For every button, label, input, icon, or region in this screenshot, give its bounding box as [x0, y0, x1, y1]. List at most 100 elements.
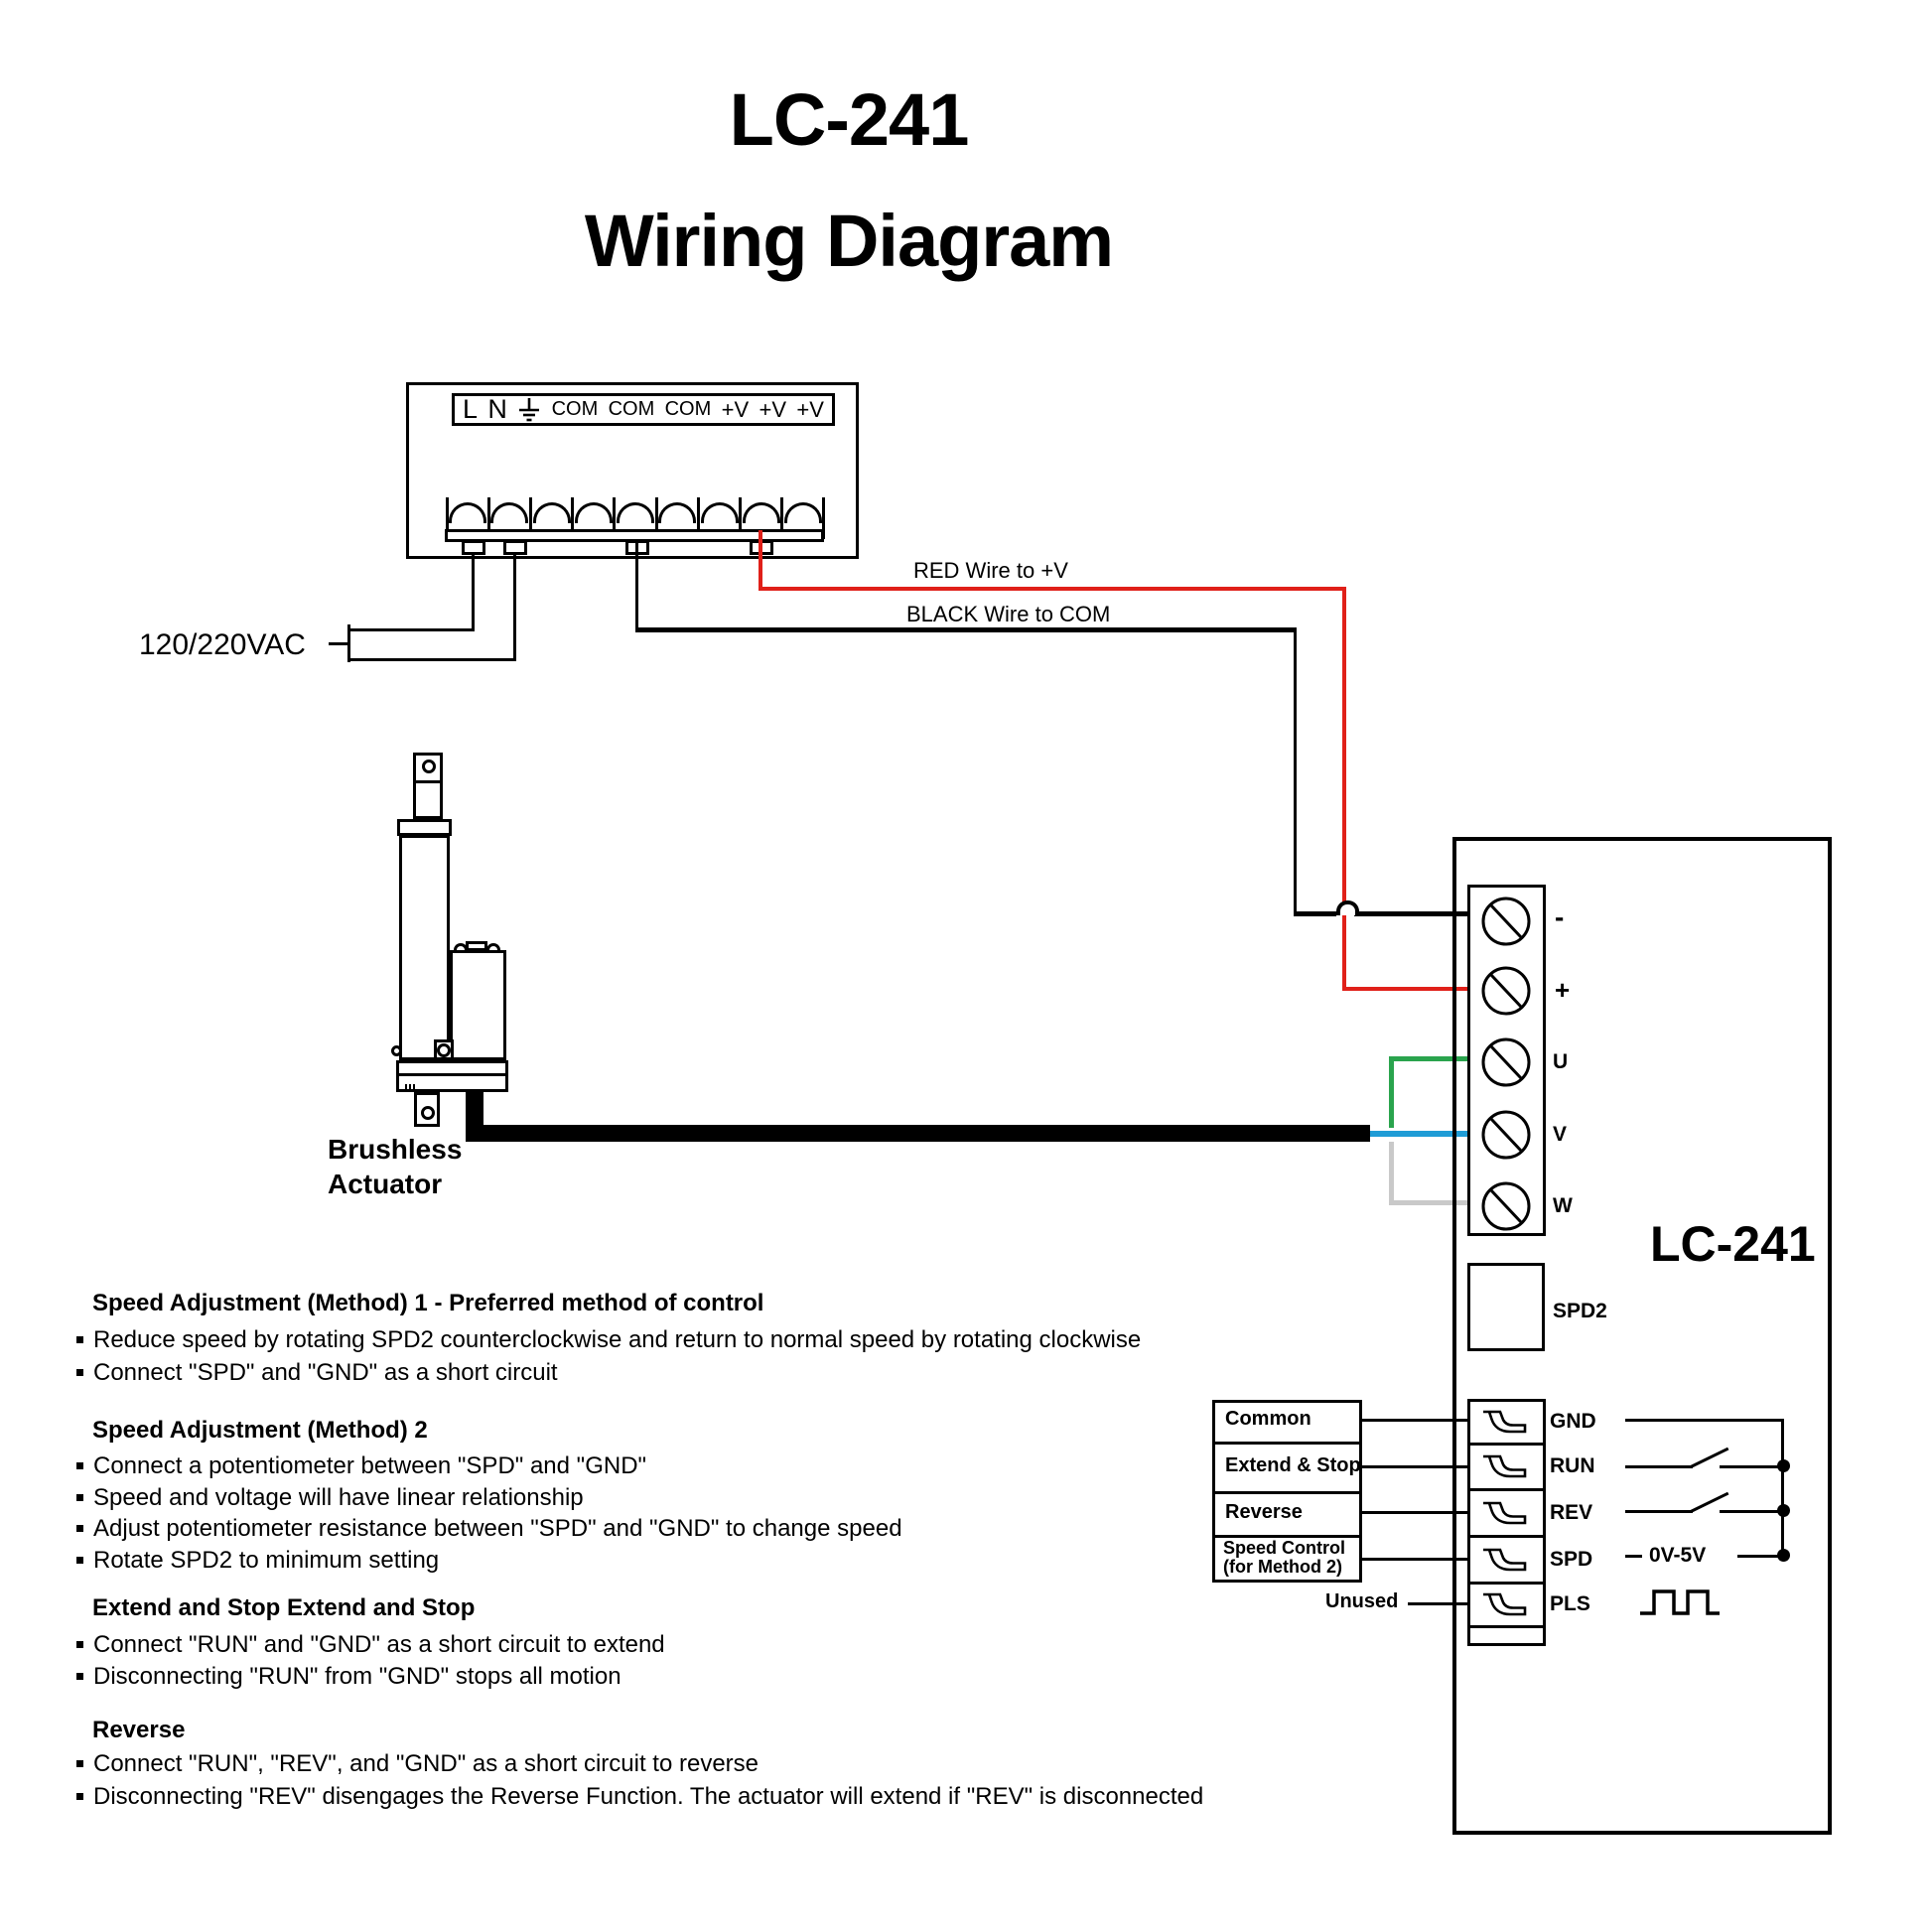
controller-box [1452, 837, 1832, 1835]
rev-switch-line [1720, 1510, 1784, 1513]
power-supply-terminal-strip: L N COM COM COM +V +V +V [452, 393, 835, 426]
spring-clamp-icon [1483, 1592, 1527, 1616]
common-wire [1362, 1419, 1467, 1422]
io-label-rev: REV [1550, 1501, 1593, 1524]
bullet-line: Connect "RUN", "REV", and "GND" as a sho… [76, 1750, 759, 1778]
terminal-blade [739, 497, 742, 539]
bullet-line: Adjust potentiometer resistance between … [76, 1515, 902, 1543]
section-heading-speed-method-2: Speed Adjustment (Method) 2 [92, 1417, 428, 1444]
terminal-label-plus: + [1555, 975, 1571, 1005]
terminal-blade [446, 497, 449, 539]
screw-terminal-icon [1481, 897, 1531, 946]
bullet-marker [76, 1641, 83, 1648]
actuator-clevis-hole [422, 759, 436, 773]
ac-bracket-dash [329, 642, 347, 645]
terminal-blade [571, 497, 574, 539]
io-block-divider [1470, 1443, 1543, 1446]
ac-voltage-label: 120/220VAC [139, 628, 306, 661]
input-box-divider [1215, 1535, 1359, 1538]
input-label-reverse: Reverse [1225, 1501, 1303, 1523]
speed-control-wire [1362, 1558, 1467, 1561]
gray-phase-wire-vertical [1389, 1142, 1394, 1205]
rev-switch-line [1625, 1510, 1693, 1513]
section-heading-reverse: Reverse [92, 1717, 186, 1743]
terminal-label-v: V [1553, 1123, 1568, 1146]
actuator-clevis-line [413, 780, 443, 783]
input-label-speed-control-1: Speed Control [1223, 1538, 1346, 1558]
earth-ground-icon [517, 397, 541, 423]
bullet-line: Rotate SPD2 to minimum setting [76, 1547, 439, 1575]
actuator-bottom-clevis-hole [421, 1106, 435, 1120]
page-title-subtitle: Wiring Diagram [584, 200, 1114, 282]
base-detail-tick [405, 1084, 407, 1091]
bullet-line: Disconnecting "REV" disengages the Rever… [76, 1783, 1203, 1811]
io-block-divider [1470, 1535, 1543, 1538]
bullet-line: Connect "SPD" and "GND" as a short circu… [76, 1359, 558, 1387]
blue-phase-wire-v [1370, 1131, 1467, 1137]
input-label-common: Common [1225, 1408, 1311, 1430]
bullet-line: Speed and voltage will have linear relat… [76, 1484, 584, 1512]
spd2-label: SPD2 [1553, 1300, 1607, 1322]
actuator-label-line1: Brushless [328, 1134, 463, 1165]
junction-dot [1777, 1504, 1790, 1517]
terminal-blade [822, 497, 825, 539]
actuator-motor-housing [450, 950, 506, 1060]
terminal-label-minus: - [1555, 901, 1565, 932]
input-label-speed-control-2: (for Method 2) [1223, 1557, 1342, 1577]
io-label-pls: PLS [1550, 1592, 1590, 1615]
wire-line-live [472, 542, 475, 631]
motor-cable-vertical [466, 1090, 483, 1132]
psu-label-v1: +V [721, 396, 750, 422]
screw-terminal-icon [1481, 1037, 1531, 1087]
actuator-cylinder-cap [397, 819, 452, 836]
terminal-tab [462, 540, 485, 555]
green-phase-wire-u [1389, 1056, 1467, 1061]
screw-terminal-icon [1481, 1110, 1531, 1160]
section-heading-extend-stop: Extend and Stop Extend and Stop [92, 1594, 476, 1621]
section-heading-speed-method-1: Speed Adjustment (Method) 1 - Preferred … [92, 1290, 764, 1316]
reverse-wire [1362, 1511, 1467, 1514]
io-block-divider [1470, 1488, 1543, 1491]
screw-terminal-icon [1481, 1181, 1531, 1231]
black-wire-to-minus [1354, 911, 1467, 916]
unused-wire [1408, 1602, 1467, 1605]
base-detail-tick [413, 1084, 415, 1091]
terminal-blade [487, 497, 490, 539]
gray-phase-wire-w [1389, 1200, 1467, 1205]
spd-dash [1625, 1555, 1642, 1558]
wire-line-neutral [513, 542, 516, 661]
actuator-bracket-screw [437, 1043, 451, 1057]
wire-terminal-hump [658, 502, 697, 523]
bullet-marker [76, 1462, 83, 1469]
unused-label: Unused [1325, 1590, 1399, 1612]
run-switch-line [1625, 1465, 1693, 1468]
terminal-blade [613, 497, 616, 539]
bullet-line: Disconnecting "RUN" from "GND" stops all… [76, 1663, 621, 1691]
bullet-line: Connect "RUN" and "GND" as a short circu… [76, 1631, 665, 1659]
wire-terminal-hump [490, 502, 529, 523]
terminal-blade [780, 497, 783, 539]
bullet-marker [76, 1673, 83, 1680]
psu-label-com2: COM [608, 398, 655, 420]
bullet-line: Reduce speed by rotating SPD2 counterclo… [76, 1326, 1141, 1354]
voltage-range-label: 0V-5V [1649, 1544, 1707, 1567]
input-box-divider [1215, 1491, 1359, 1494]
spring-clamp-icon [1483, 1548, 1527, 1572]
red-wire-to-plus [1342, 987, 1467, 991]
terminal-tab [503, 540, 527, 555]
terminal-blade [655, 497, 658, 539]
terminal-label-w: W [1553, 1194, 1573, 1217]
terminal-blade [529, 497, 532, 539]
controller-model-label: LC-241 [1650, 1216, 1816, 1272]
wire-terminal-hump [574, 502, 613, 523]
circuit-bus-line [1781, 1419, 1784, 1559]
extend-stop-wire [1362, 1465, 1467, 1468]
pulse-waveform-icon [1640, 1589, 1720, 1615]
input-label-extend-stop: Extend & Stop [1225, 1454, 1361, 1476]
psu-label-com3: COM [664, 398, 712, 420]
base-detail-tick [409, 1084, 411, 1091]
psu-label-com1: COM [551, 398, 599, 420]
psu-label-v2: +V [759, 396, 787, 422]
bullet-marker [76, 1557, 83, 1564]
